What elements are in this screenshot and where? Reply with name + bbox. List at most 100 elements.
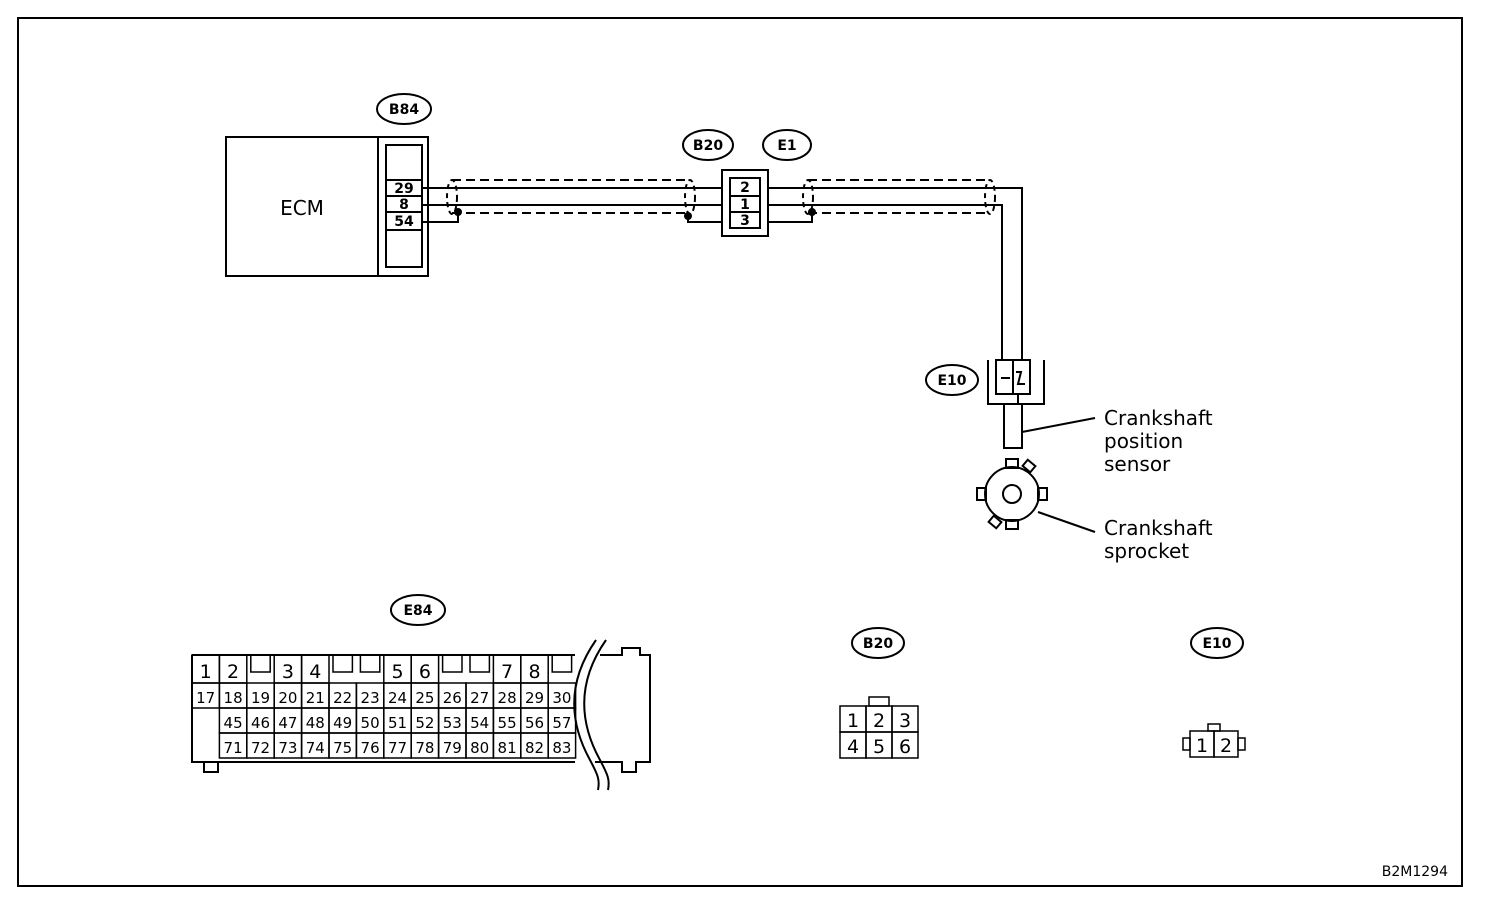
e84-pin: 24 <box>383 682 412 709</box>
e84-key-notch <box>551 655 573 673</box>
svg-text:78: 78 <box>415 739 434 757</box>
sensor-label: Crankshaft position sensor <box>1104 406 1213 476</box>
b84-pin-29: 29 <box>394 181 413 197</box>
e84-pin: 25 <box>410 682 440 709</box>
shielded-cable-2 <box>768 179 1023 360</box>
e84-break-line <box>573 639 600 791</box>
e84-key-notch <box>332 655 354 673</box>
sprocket-label: Crankshaft sprocket <box>1104 516 1213 563</box>
e84-pin: 81 <box>492 732 522 759</box>
svg-text:17: 17 <box>196 689 215 707</box>
svg-text:B20: B20 <box>863 636 893 652</box>
e84-pin: 74 <box>300 732 330 759</box>
e10-tag: E10 <box>925 364 979 396</box>
e84-pin: 53 <box>437 707 467 734</box>
svg-text:30: 30 <box>552 689 571 707</box>
svg-text:56: 56 <box>525 714 544 732</box>
svg-text:4: 4 <box>309 661 321 683</box>
svg-text:74: 74 <box>306 739 325 757</box>
svg-text:47: 47 <box>278 714 297 732</box>
e10-pin: 1 <box>1189 730 1215 758</box>
e84-pin: 5 <box>383 654 412 684</box>
svg-text:79: 79 <box>443 739 462 757</box>
e1-tag: E1 <box>762 129 812 161</box>
svg-text:72: 72 <box>251 739 270 757</box>
diagram-frame <box>17 17 1463 887</box>
svg-text:27: 27 <box>470 689 489 707</box>
e84-pin: 4 <box>300 654 330 684</box>
b84-pin-8: 8 <box>399 197 409 213</box>
e84-pin: 49 <box>328 707 358 734</box>
e84-pin: 28 <box>492 682 522 709</box>
svg-text:Crankshaft: Crankshaft <box>1104 516 1213 540</box>
e84-pin: 52 <box>410 707 440 734</box>
e84-tag: E84 <box>390 594 446 626</box>
figure-code: B2M1294 <box>1382 864 1448 880</box>
e84-pin: 30 <box>547 682 577 709</box>
e84-pin: 76 <box>355 732 385 759</box>
svg-text:6: 6 <box>899 736 911 758</box>
svg-text:54: 54 <box>470 714 489 732</box>
e84-pin: 83 <box>547 732 577 759</box>
svg-text:E84: E84 <box>403 603 432 619</box>
svg-text:B20: B20 <box>693 138 723 154</box>
e84-pin: 51 <box>383 707 412 734</box>
e84-pin: 73 <box>273 732 303 759</box>
svg-text:29: 29 <box>525 689 544 707</box>
e84-pin: 17 <box>191 682 221 709</box>
e84-pin: 22 <box>328 682 358 709</box>
svg-text:sensor: sensor <box>1104 452 1171 476</box>
b20-tag: B20 <box>682 129 734 161</box>
svg-text:20: 20 <box>278 689 297 707</box>
e84-pin: 46 <box>246 707 275 734</box>
e10-key <box>1207 723 1221 732</box>
svg-text:1: 1 <box>847 710 859 732</box>
shielded-cable-1 <box>422 179 722 223</box>
svg-text:3: 3 <box>899 710 911 732</box>
svg-text:Crankshaft: Crankshaft <box>1104 406 1213 430</box>
e10-pin: 2 <box>1213 730 1239 758</box>
svg-text:E10: E10 <box>1202 636 1231 652</box>
svg-text:3: 3 <box>282 661 294 683</box>
e84-pin: 26 <box>437 682 467 709</box>
b20-pin: 4 <box>839 731 867 759</box>
e84-key-notch <box>250 655 271 673</box>
b20-pin: 6 <box>891 731 919 759</box>
e84-pin: 77 <box>383 732 412 759</box>
svg-text:position: position <box>1104 429 1183 453</box>
svg-text:E10: E10 <box>937 373 966 389</box>
svg-text:2: 2 <box>227 661 239 683</box>
b84-tag: B84 <box>376 93 432 125</box>
e84-pin: 82 <box>520 732 549 759</box>
svg-text:2: 2 <box>873 710 885 732</box>
svg-text:23: 23 <box>361 689 380 707</box>
svg-text:26: 26 <box>443 689 462 707</box>
e84-pin: 79 <box>437 732 467 759</box>
svg-text:57: 57 <box>552 714 571 732</box>
ecm-label: ECM <box>280 196 324 220</box>
e84-pin: 2 <box>218 654 248 684</box>
e84-pin: 23 <box>355 682 385 709</box>
e84-pin: 50 <box>355 707 385 734</box>
e84-pin: 7 <box>492 654 522 684</box>
svg-text:53: 53 <box>443 714 462 732</box>
svg-text:28: 28 <box>498 689 517 707</box>
e84-pin: 8 <box>520 654 549 684</box>
e84-pin: 80 <box>465 732 495 759</box>
e84-pin: 3 <box>273 654 303 684</box>
e84-pin: 21 <box>300 682 330 709</box>
svg-text:1: 1 <box>1196 735 1208 757</box>
b84-connector: 29 8 54 <box>377 136 429 277</box>
svg-text:48: 48 <box>306 714 325 732</box>
e84-pin: 20 <box>273 682 303 709</box>
b20-pin: 1 <box>839 705 867 733</box>
svg-text:4: 4 <box>847 736 859 758</box>
e84-pin: 27 <box>465 682 495 709</box>
svg-text:52: 52 <box>415 714 434 732</box>
svg-text:45: 45 <box>224 714 243 732</box>
b84-pin-54: 54 <box>394 214 414 230</box>
svg-text:50: 50 <box>361 714 380 732</box>
